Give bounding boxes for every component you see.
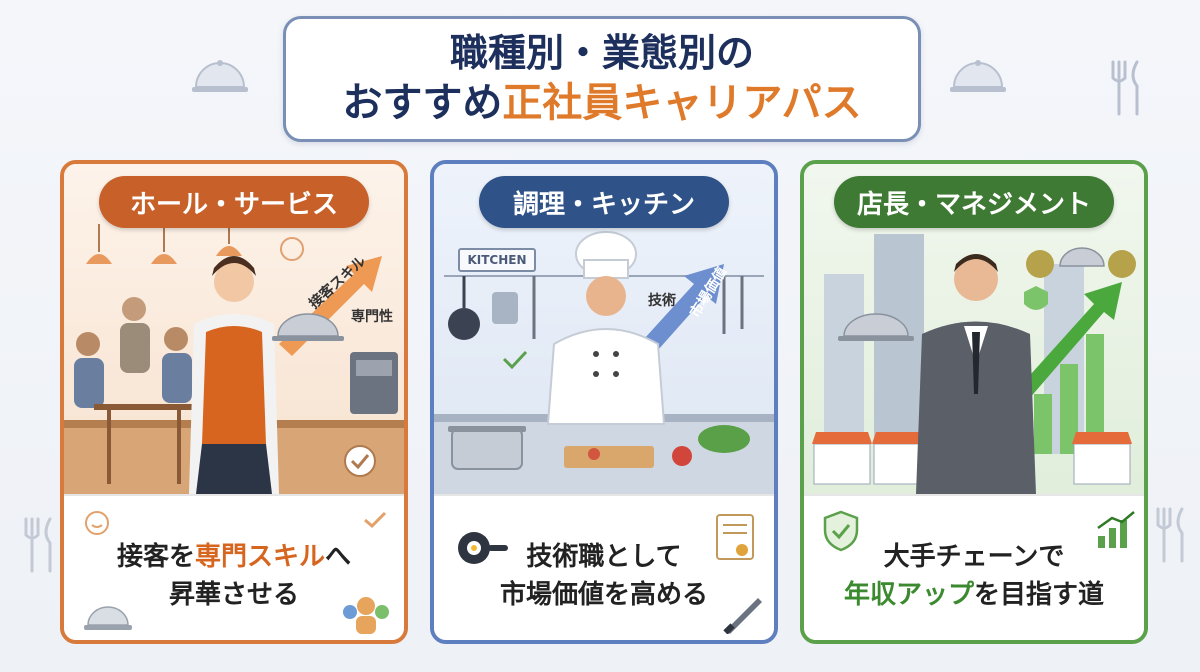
- smiley-icon: [280, 237, 304, 261]
- hall-line2: 昇華させる: [168, 580, 299, 610]
- fork-knife-icon: [24, 517, 52, 573]
- kitchen-description: 技術職として 市場価値を高める: [434, 494, 774, 640]
- card-hall-service: 接客スキル 専門性 ホール・サービス 接客を専門スキルへ 昇華させる: [60, 160, 408, 644]
- manage-illustration: [812, 234, 1136, 494]
- pendant-lamp-icon: [86, 224, 242, 264]
- title-highlight: 正社員キャリアパス: [502, 80, 862, 126]
- cloche-icon: [950, 60, 1006, 92]
- team-icon: [343, 597, 389, 634]
- title-prefix: おすすめ: [342, 80, 503, 126]
- frying-pan-icon: [458, 532, 508, 564]
- checkmark-icon: [364, 511, 387, 529]
- smiley-icon: [85, 511, 109, 535]
- manage-line2: 年収アップを目指す道: [843, 580, 1105, 610]
- card-kitchen: KITCHEN 技術 市場価値 調理・キッチン 技術職として 市場価値を高める: [430, 160, 778, 644]
- kitchen-illustration: [434, 231, 774, 494]
- kitchen-line2: 市場価値を高める: [499, 580, 708, 610]
- fork-knife-icon: [1111, 60, 1139, 116]
- knife-icon: [723, 598, 762, 634]
- cloche-icon: [84, 606, 132, 630]
- hall-illustration: [64, 224, 404, 494]
- manage-description: 大手チェーンで 年収アップを目指す道: [804, 494, 1144, 640]
- bar-chart-icon: [1097, 511, 1135, 548]
- manage-scene: [804, 164, 1144, 494]
- manage-heading: 店長・マネジメント: [834, 176, 1114, 228]
- kitchen-sign: KITCHEN: [458, 248, 536, 272]
- fork-knife-icon: [1156, 507, 1184, 563]
- page-title-line1: 職種別・業態別の: [449, 31, 754, 75]
- title-banner: 職種別・業態別の おすすめ正社員キャリアパス: [283, 16, 921, 142]
- page-title-line2: おすすめ正社員キャリアパス: [342, 77, 861, 129]
- hall-line1: 接客を専門スキルへ: [116, 542, 352, 572]
- hall-description: 接客を専門スキルへ 昇華させる: [64, 494, 404, 640]
- hall-heading: ホール・サービス: [99, 176, 369, 228]
- kitchen-line1: 技術職として: [526, 542, 682, 572]
- manage-line1: 大手チェーンで: [883, 542, 1065, 572]
- kitchen-heading: 調理・キッチン: [479, 176, 729, 228]
- kitchen-side-label: 技術: [648, 293, 676, 309]
- card-management: 店長・マネジメント 大手チェーンで 年収アップを目指す道: [800, 160, 1148, 644]
- hall-side-label: 専門性: [351, 309, 393, 325]
- shield-check-icon: [823, 510, 859, 552]
- cloche-icon: [192, 60, 248, 92]
- certificate-icon: [716, 514, 754, 560]
